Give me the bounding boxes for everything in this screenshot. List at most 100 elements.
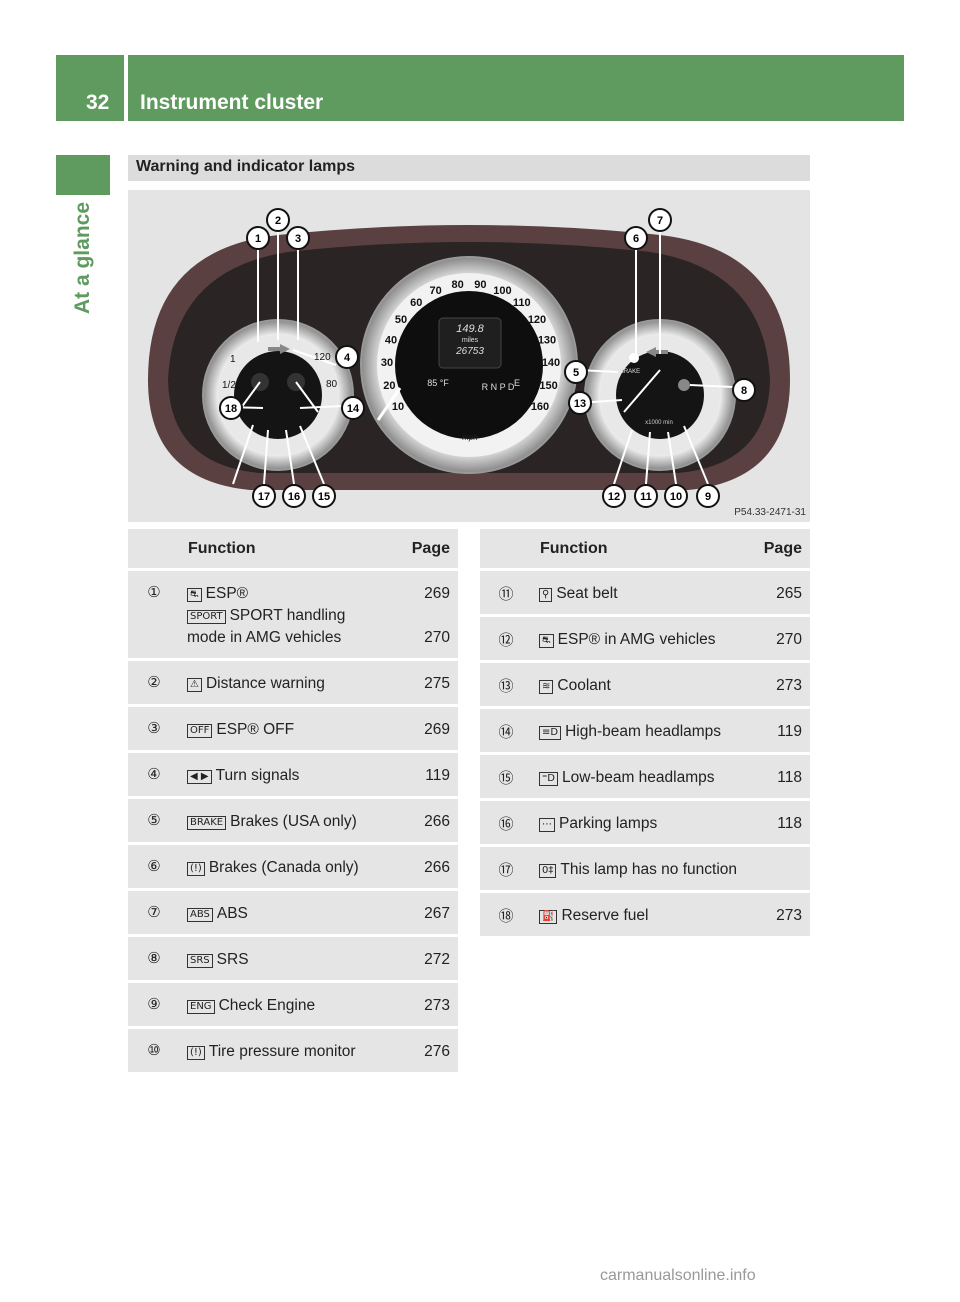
col-number [128,529,180,571]
reserve-fuel-icon: ⛽ [539,910,558,924]
callout-15: 15 [312,484,336,508]
callout-4: 4 [335,345,359,369]
row-page: 273 [746,891,810,939]
callout-12: 12 [602,484,626,508]
row-number: ⑰ [480,845,532,893]
row-function: (!)Brakes (Canada only) [180,843,394,891]
speedo-tick-label: 110 [513,297,531,309]
row-page: 273 [746,661,810,709]
gauge-80-label: 80 [326,379,338,390]
gauge-120-label: 120 [314,352,331,363]
row-number: ① [128,569,180,661]
svg-text:10: 10 [670,491,682,503]
speed-unit: mph [462,433,478,442]
function-text: Coolant [557,677,611,694]
function-text: Check Engine [218,997,316,1014]
row-number: ⑨ [128,981,180,1029]
side-tab-marker [56,155,110,195]
page-number: 273 [776,677,802,694]
function-text: SRS [216,951,249,968]
speedo-tick-label: 70 [429,285,441,297]
page-number: 270 [776,631,802,648]
page-number: 273 [424,997,450,1014]
callout-6: 6 [624,226,648,250]
coolant-icon: ≋ [539,680,554,694]
svg-text:18: 18 [225,403,237,415]
function-text: ESP® OFF [216,721,295,738]
row-page: 267 [394,889,458,937]
callout-5: 5 [564,360,588,384]
speedo-tick-label: 60 [410,297,422,309]
callout-14: 14 [341,396,365,420]
col-page-header: Page [746,529,810,571]
gear-indicator: R N P D [482,382,515,392]
side-label: At a glance [71,201,94,315]
speedo-tick-label: 150 [539,380,557,392]
row-function: ⚲Seat belt [532,569,746,617]
section-title: Warning and indicator lamps [136,158,355,175]
row-function: ⚠Distance warning [180,659,394,707]
row-page: 265 [746,569,810,617]
row-page: 273 [394,981,458,1029]
gauge-1-label: 1 [230,354,236,365]
svg-text:12: 12 [608,491,620,503]
row-function: ⋯Parking lamps [532,799,746,847]
row-function: 0‡This lamp has no function [532,845,746,893]
low-beam-icon: ⁼D [539,772,558,786]
row-page: 269 [394,705,458,753]
speedo-tick-label: 20 [383,380,395,392]
row-page [746,845,810,893]
function-text: ABS [216,905,248,922]
speedo-tick-label: 130 [538,335,556,347]
callout-3: 3 [286,226,310,250]
row-page: 118 [746,753,810,801]
page-number: 32 [86,91,110,114]
speedo-tick-label: 50 [395,314,407,326]
speedo-tick-label: 140 [542,357,560,369]
svg-text:11: 11 [640,491,652,503]
row-number: ⑧ [128,935,180,983]
abs-icon: ABS [187,908,213,922]
page-number: 266 [424,859,450,876]
row-function: ≋Coolant [532,661,746,709]
row-function: ⛽Reserve fuel [532,891,746,939]
watermark: carmanualsonline.info [600,1267,756,1284]
function-text: Tire pressure monitor [208,1043,356,1060]
seat-belt-icon: ⚲ [539,588,553,602]
row-number: ⑫ [480,615,532,663]
page-number: 276 [424,1043,450,1060]
callout-13: 13 [568,391,592,415]
row-page: 266 [394,797,458,845]
row-number: ⑱ [480,891,532,939]
page-number: 266 [424,813,450,830]
gear-e: E [514,378,520,388]
svg-text:6: 6 [633,233,639,245]
row-page: 118 [746,799,810,847]
callout-10: 10 [664,484,688,508]
row-function: (!)Tire pressure monitor [180,1027,394,1075]
page-number: 265 [776,585,802,602]
callout-18: 18 [219,396,243,420]
svg-text:1: 1 [255,233,261,245]
svg-text:2: 2 [275,215,281,227]
page-number: 118 [777,769,802,786]
svg-text:17: 17 [258,491,270,503]
speedo-tick-label: 10 [392,401,404,413]
callout-7: 7 [648,208,672,232]
